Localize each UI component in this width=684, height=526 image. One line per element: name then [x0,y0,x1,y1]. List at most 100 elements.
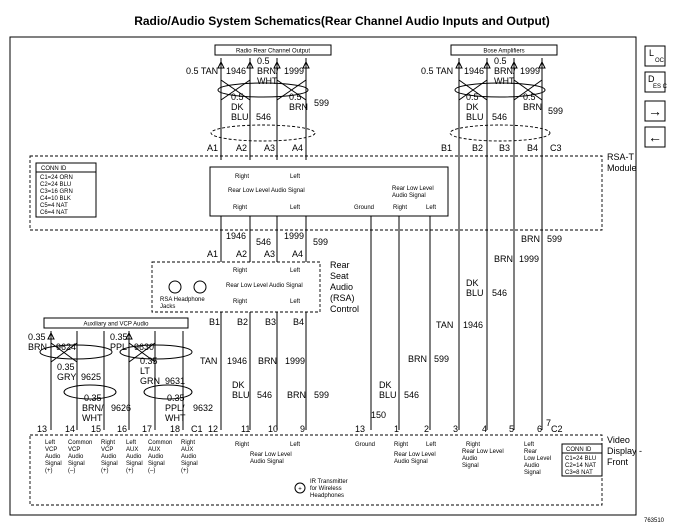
wire-label: 9626 [111,403,131,413]
conn-id-item: C2=14 NAT [565,463,596,469]
pin-label: 11 [241,424,250,434]
pin-label: B4 [293,317,304,327]
pin-label: 13 [37,424,47,434]
signal-label: Rear [524,449,537,455]
wire-label: BRN/ [257,66,279,76]
wire-label: 1946 [226,231,246,241]
wire-label: 546 [492,112,507,122]
wire-label: 1946 [464,66,484,76]
rsat-inner-box [209,166,449,217]
signal-label: (+) [101,468,109,474]
wire-label: BRN/ [82,403,104,413]
prev-button[interactable]: ← [644,126,666,148]
pin-label: C2 [551,424,563,434]
signal-label: Right [181,440,195,446]
signal-label: Right [393,205,407,211]
pin-label: 16 [117,424,127,434]
signal-label: Left [290,268,300,274]
wire-label: WHT [165,413,186,423]
wire-label: 0.35 [140,356,158,366]
pin-label: A4 [292,143,303,153]
wire-label: 9631 [165,376,185,386]
signal-label: Ground [355,442,375,448]
signal-label: Right [233,299,247,305]
headphone-jack-icon [168,280,182,294]
wire-label: 0.5 [466,92,479,102]
wire-label: BRN [258,356,277,366]
wire-label: 1946 [227,356,247,366]
wire-label: 1999 [284,66,304,76]
arrow-right-icon: → [648,103,662,119]
signal-label: Signal [126,461,143,467]
conn-id-item: C3=8 NAT [565,470,593,476]
wire-label: 0.5 [257,56,270,66]
signal-label: Rear Low Level [392,186,434,192]
wire-label: 0.5 [289,92,302,102]
conn-id-title: CONN ID [566,447,592,453]
pin-label: B4 [527,143,538,153]
video-conn-id-box [561,443,603,477]
wire-label: WHT [494,76,515,86]
pin-label: A2 [236,143,247,153]
desc-button[interactable]: D ES C [644,71,668,93]
next-button[interactable]: → [644,100,666,122]
signal-label: Audio Signal [392,193,426,199]
wire-label: GRN [140,376,160,386]
wire-label: 9630 [134,342,154,352]
signal-label: Audio [68,454,84,460]
signal-label: Right [233,205,247,211]
wire-label: BLU [231,112,249,122]
wire-label: 0.5 TAN [186,66,218,76]
pin-label: 14 [65,424,75,434]
aux-wires [39,331,193,430]
signal-label: (+) [181,468,189,474]
bose-connector [450,44,558,56]
signal-label: AUX [126,447,138,453]
signal-label: Right [394,442,408,448]
signal-label: VCP [101,447,113,453]
signal-label: Right [233,268,247,274]
pin-label: A1 [207,143,218,153]
pin-label: 5 [509,424,514,434]
signal-label: Left [290,205,300,211]
wire-label: 1946 [226,66,246,76]
wire-label: 1946 [463,320,483,330]
signal-label: Low Level [524,456,551,462]
conn-id-item: C1=24 BLU [565,456,596,462]
wire-label: 0.5 [231,92,244,102]
wire-label: 9625 [81,372,101,382]
wire-label: 599 [547,234,562,244]
loc-button[interactable]: L OC [644,45,666,67]
wire-label: BRN [494,254,513,264]
video-display-label: Display - [607,446,642,456]
wire-label: 0.35 [110,332,128,342]
pin-label: 7 [546,418,551,428]
wire-label: 1999 [284,231,304,241]
wire-label: BLU [379,390,397,400]
pin-label: 12 [208,424,218,434]
signal-label: Right [466,442,480,448]
headphone-label: RSA Headphone [160,297,205,303]
signal-label: Signal [524,470,541,476]
signal-label: VCP [68,447,80,453]
pin-label: A3 [264,143,275,153]
wire-label: TAN [436,320,453,330]
wire-label: TAN [200,356,217,366]
wire-label: 599 [313,237,328,247]
diagram-title: Radio/Audio System Schematics(Rear Chann… [134,14,550,28]
signal-label: Signal [462,463,479,469]
signal-label: Left [426,205,436,211]
signal-label: Left [45,440,55,446]
description-icon: D [648,74,655,84]
rsa-lower-wires [220,312,307,430]
bose-label: Bose Amplifiers [483,49,524,55]
signal-label: Left [426,442,436,448]
signal-label: Audio [524,463,540,469]
signal-label: Left [290,174,300,180]
pin-label: 4 [482,424,487,434]
wire-label: DK [232,380,245,390]
conn-id-title: CONN ID [41,166,67,172]
rsa-control-label: Audio [330,282,353,292]
signal-label: Audio [126,454,142,460]
wire-label: 0.35 [167,393,185,403]
